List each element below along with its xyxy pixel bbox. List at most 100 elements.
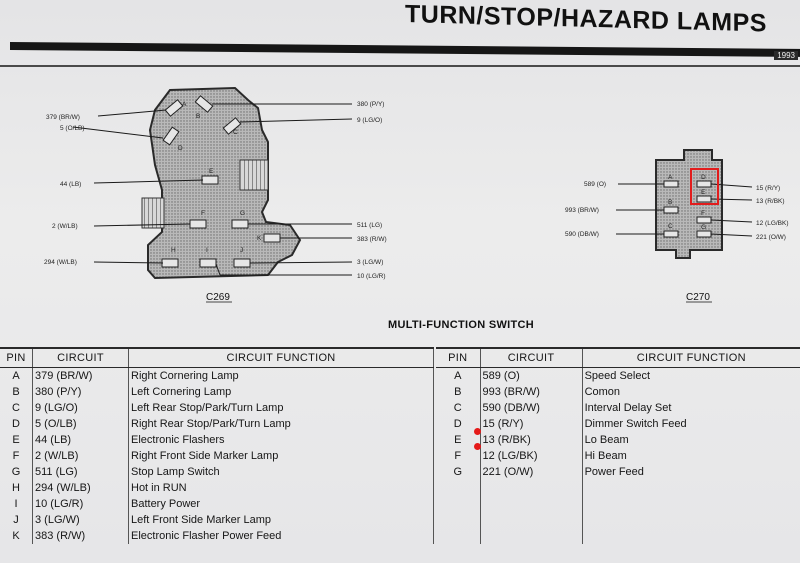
pin-cell: E <box>0 432 33 448</box>
function-cell: Dimmer Switch Feed <box>584 418 687 430</box>
pin-cell: C <box>436 400 481 416</box>
c270-pin-d-label: D <box>701 174 706 181</box>
table-header-row: PIN CIRCUIT CIRCUIT FUNCTION <box>436 347 800 368</box>
c270-circuit-15: 15 (R/Y) <box>756 185 780 192</box>
function-cell <box>582 496 800 512</box>
circuit-cell: 15 (R/Y) <box>480 416 583 432</box>
c270-pin-b-label: B <box>668 199 672 206</box>
c269-pin-b-label: B <box>196 113 200 120</box>
circuit-cell: 221 (O/W) <box>480 464 583 480</box>
red-dot-marker <box>474 443 481 450</box>
circuit-cell: 9 (LG/O) <box>32 400 129 416</box>
circuit-cell: 5 (O/LB) <box>32 416 129 432</box>
function-cell: Comon <box>584 386 621 398</box>
c269-pin-i-label: I <box>206 247 208 254</box>
c270-pin-e-label: E <box>701 189 706 196</box>
function-cell: Battery Power <box>128 496 434 512</box>
c270-circuit-590: 590 (DB/W) <box>565 231 599 238</box>
table-header-row: PIN CIRCUIT CIRCUIT FUNCTION <box>0 347 434 368</box>
function-cell: Left Cornering Lamp <box>128 384 434 400</box>
c269-pin-h-label: H <box>171 247 176 254</box>
c269-pin-g-label: G <box>240 210 245 217</box>
circuit-cell <box>480 528 583 544</box>
pin-cell: K <box>0 528 33 544</box>
function-cell: Electronic Flashers <box>128 432 434 448</box>
c269-pin-a-label: A <box>182 101 187 108</box>
pin-cell: E <box>436 432 481 448</box>
circuit-cell: 589 (O) <box>480 367 583 384</box>
pin-cell: F <box>0 448 33 464</box>
function-cell: Hot in RUN <box>128 480 434 496</box>
col-header-circuit: CIRCUIT <box>32 347 129 368</box>
pin-cell: B <box>436 384 481 400</box>
function-cell: Electronic Flasher Power Feed <box>128 528 434 544</box>
section-heading: MULTI-FUNCTION SWITCH <box>388 319 535 331</box>
col-header-function: CIRCUIT FUNCTION <box>582 347 800 368</box>
c269-pin-f-label: F <box>201 210 205 217</box>
pin-cell: G <box>0 464 33 480</box>
c269-circuit-380: 380 (P/Y) <box>357 101 384 108</box>
pin-cell: A <box>436 367 481 384</box>
circuit-cell <box>480 512 583 528</box>
table-row <box>436 512 800 528</box>
function-cell: Right Front Side Marker Lamp <box>128 448 434 464</box>
circuit-cell: 383 (R/W) <box>32 528 129 544</box>
pin-cell: H <box>0 480 33 496</box>
pin-cell: G <box>436 464 481 480</box>
table-row <box>436 496 800 512</box>
function-cell: Hi Beam <box>584 450 627 462</box>
circuit-cell: 511 (LG) <box>32 464 129 480</box>
connector-diagrams: A B C D E F G H I J K 379 <box>44 86 789 303</box>
circuit-cell: 12 (LG/BK) <box>480 448 583 464</box>
pin-cell: I <box>0 496 33 512</box>
c269-pin-e-label: E <box>209 168 214 175</box>
table-row <box>436 480 800 496</box>
c269-circuit-3: 3 (LG/W) <box>357 259 383 266</box>
c269-pin-k-label: K <box>257 235 262 242</box>
c269-circuit-294: 294 (W/LB) <box>44 259 77 266</box>
pin-cell: J <box>0 512 33 528</box>
c270-circuit-13: 13 (R/BK) <box>756 198 785 205</box>
c269-circuit-9: 9 (LG/O) <box>357 117 382 124</box>
pin-cell: C <box>0 400 33 416</box>
c269-pin-j-label: J <box>240 247 243 254</box>
c269-circuit-5: 5 (O/LB) <box>60 125 85 132</box>
pin-cell <box>436 528 481 544</box>
c269-pin-d-label: D <box>178 145 183 152</box>
c270-circuit-589: 589 (O) <box>584 181 606 188</box>
c269-circuit-379: 379 (BR/W) <box>46 114 80 121</box>
c269-connector <box>141 86 302 280</box>
c270-connector: A B C D E F G <box>655 149 723 259</box>
c270-pin-a-label: A <box>668 174 673 181</box>
function-cell: Right Cornering Lamp <box>128 367 434 384</box>
section-rule <box>0 65 800 67</box>
function-cell: Speed Select <box>584 370 651 382</box>
c270-circuit-12: 12 (LG/BK) <box>756 220 789 227</box>
pin-cell: A <box>0 367 33 384</box>
col-header-function: CIRCUIT FUNCTION <box>128 347 434 368</box>
c270-circuit-221: 221 (O/W) <box>756 234 786 241</box>
circuit-cell: 590 (DB/W) <box>480 400 583 416</box>
circuit-cell: 2 (W/LB) <box>32 448 129 464</box>
pin-cell: B <box>0 384 33 400</box>
c269-name: C269 <box>206 292 230 303</box>
circuit-cell <box>480 496 583 512</box>
function-cell <box>582 480 800 496</box>
circuit-cell: 3 (LG/W) <box>32 512 129 528</box>
function-cell: Left Front Side Marker Lamp <box>128 512 434 528</box>
c269-leaders <box>72 103 353 276</box>
